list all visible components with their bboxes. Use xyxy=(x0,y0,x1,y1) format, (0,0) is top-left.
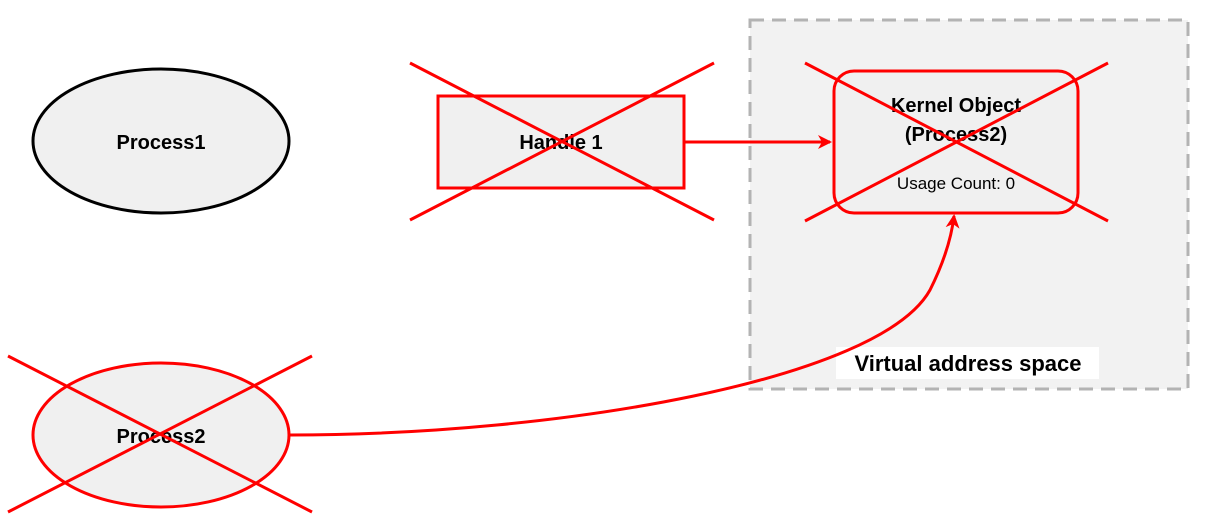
kernel-object-cross-line-b xyxy=(804,61,1109,223)
kernel-object-usage-count: Usage Count: 0 xyxy=(897,174,1015,193)
process1-label: Process1 xyxy=(117,132,206,154)
edge-process2-to-kernel-object xyxy=(289,214,960,437)
kernel-object-title: Kernel Object xyxy=(891,95,1021,117)
region-label: Virtual address space xyxy=(854,351,1081,376)
process1-node: Process1 xyxy=(31,67,291,215)
process2-cross-line-b xyxy=(7,354,313,514)
region-label-background xyxy=(836,347,1099,379)
handle1-cross-line-b xyxy=(409,61,715,222)
process2-label: Process2 xyxy=(117,426,206,448)
process2-node: Process2 xyxy=(7,354,313,514)
process1-shape xyxy=(31,67,291,215)
kernel-object-node: Kernel Object (Process2) Usage Count: 0 xyxy=(804,61,1109,223)
handle1-shape xyxy=(436,94,686,190)
handle1-node: Handle 1 xyxy=(409,61,715,222)
